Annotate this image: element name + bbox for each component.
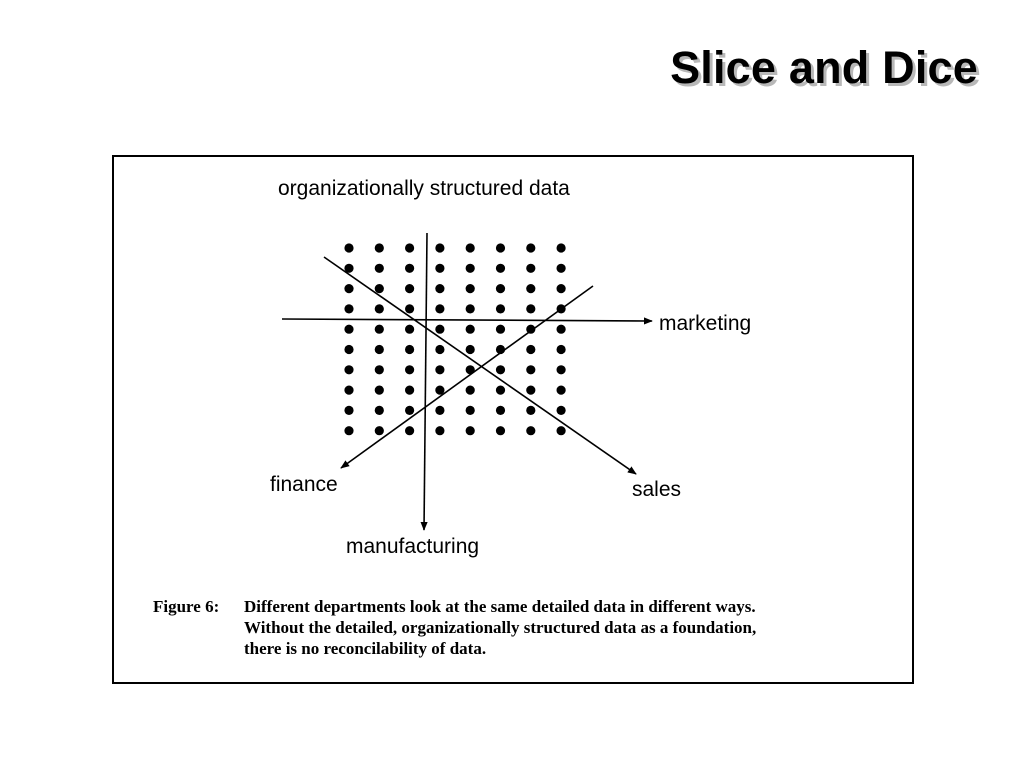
data-dot xyxy=(556,365,566,375)
data-dot xyxy=(526,243,536,253)
data-dot-grid xyxy=(344,243,566,436)
data-dot xyxy=(435,344,445,355)
data-dot xyxy=(344,405,354,415)
data-dot xyxy=(556,344,566,355)
sales-axis-line xyxy=(323,256,637,475)
data-dot xyxy=(435,405,445,415)
data-dot xyxy=(405,385,415,395)
caption-line-1: Different departments look at the same d… xyxy=(244,597,756,616)
data-dot xyxy=(344,344,354,355)
data-dot xyxy=(374,263,384,273)
data-dot xyxy=(495,405,506,415)
data-dot xyxy=(344,324,354,334)
data-dot xyxy=(405,243,415,253)
caption-line-2: Without the detailed, organizationally s… xyxy=(244,618,757,637)
data-dot xyxy=(556,385,566,395)
data-dot xyxy=(374,284,384,294)
data-dot xyxy=(526,385,536,395)
data-dot xyxy=(405,304,415,314)
data-dot xyxy=(374,304,384,314)
caption-figure-label: Figure 6: xyxy=(153,597,220,616)
data-dot xyxy=(435,324,445,334)
data-dot xyxy=(556,324,566,334)
data-dot xyxy=(435,263,445,273)
data-dot xyxy=(435,304,445,314)
data-dot xyxy=(344,304,354,314)
data-dot xyxy=(526,284,536,294)
data-dot xyxy=(374,365,384,375)
data-dot xyxy=(344,426,354,436)
data-dot xyxy=(556,243,566,253)
data-dot xyxy=(556,263,566,273)
data-dot xyxy=(435,426,445,436)
slide-title: Slice and Dice xyxy=(670,42,978,93)
data-dot xyxy=(495,426,506,436)
data-dot xyxy=(405,263,415,273)
data-dot xyxy=(526,405,536,415)
data-dot xyxy=(344,263,354,273)
data-dot xyxy=(495,385,506,395)
marketing-axis-line xyxy=(281,317,653,325)
data-dot xyxy=(495,304,506,314)
data-dot xyxy=(526,263,536,273)
data-dot xyxy=(556,284,566,294)
data-dot xyxy=(526,365,536,375)
data-dot xyxy=(465,284,475,294)
data-dot xyxy=(495,243,506,253)
data-dot xyxy=(495,284,506,294)
manufacturing-label: manufacturing xyxy=(346,535,479,558)
data-dot xyxy=(374,243,384,253)
data-dot xyxy=(374,426,384,436)
data-dot xyxy=(495,263,506,273)
data-dot xyxy=(405,324,415,334)
data-dot xyxy=(405,344,415,355)
data-dot xyxy=(344,385,354,395)
data-dot xyxy=(405,365,415,375)
data-dot xyxy=(465,304,475,314)
data-dot xyxy=(435,284,445,294)
sales-label: sales xyxy=(632,478,681,501)
top-label: organizationally structured data xyxy=(278,177,570,200)
data-dot xyxy=(465,263,475,273)
data-dot xyxy=(556,426,566,436)
data-dot xyxy=(344,284,354,294)
data-dot xyxy=(526,426,536,436)
data-dot xyxy=(465,344,475,355)
figure-frame xyxy=(112,155,914,684)
data-dot xyxy=(556,405,566,415)
data-dot xyxy=(526,304,536,314)
marketing-label: marketing xyxy=(659,312,751,335)
data-dot xyxy=(465,385,475,395)
data-dot xyxy=(465,426,475,436)
data-dot xyxy=(344,365,354,375)
data-dot xyxy=(526,324,536,334)
data-dot xyxy=(435,365,445,375)
data-dot xyxy=(435,243,445,253)
finance-label: finance xyxy=(270,473,338,496)
data-dot xyxy=(495,324,506,334)
data-dot xyxy=(465,405,475,415)
data-dot xyxy=(526,344,536,355)
data-dot xyxy=(405,284,415,294)
data-dot xyxy=(465,243,475,253)
data-dot xyxy=(374,385,384,395)
caption-line-3: there is no reconcilability of data. xyxy=(244,639,487,658)
data-dot xyxy=(344,243,354,253)
finance-axis-line xyxy=(340,285,594,469)
data-dot xyxy=(495,365,506,375)
data-dot xyxy=(405,405,415,415)
data-dot xyxy=(435,385,445,395)
figure-caption: Figure 6: Different departments look at … xyxy=(153,596,756,659)
data-dot xyxy=(374,405,384,415)
data-dot xyxy=(405,426,415,436)
manufacturing-axis-line xyxy=(420,232,428,531)
data-dot xyxy=(374,324,384,334)
data-dot xyxy=(465,324,475,334)
data-dot xyxy=(374,344,384,355)
